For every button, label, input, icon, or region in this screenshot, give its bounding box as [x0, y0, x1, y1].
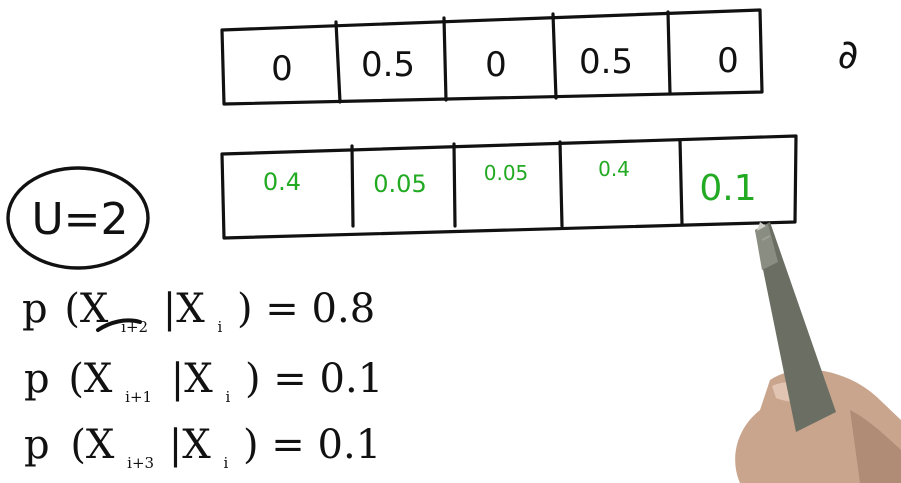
top-cell-3: 0.5 — [579, 42, 633, 82]
eq2-rhs: ) = 0.1 — [243, 422, 381, 468]
bottom-cell-0: 0.4 — [263, 168, 301, 196]
eq0-p: p — [22, 286, 48, 332]
svg-text:p (X i+3 |X: p (X i+3 |X i ) = 0.1 — [24, 422, 381, 478]
side-glyph: ∂ — [838, 32, 859, 78]
pen-icon — [755, 222, 836, 432]
bottom-cell-row: 0.4 0.05 0.05 0.4 0.1 — [220, 134, 798, 240]
top-cell-0: 0 — [271, 49, 293, 89]
eq2-bar: |X — [169, 422, 211, 468]
eq2-open: (X — [70, 422, 115, 468]
eq2-sub: i+3 — [127, 454, 154, 472]
bottom-cell-2: 0.05 — [484, 161, 529, 185]
top-cell-row: 0 0.5 0 0.5 0 ∂ — [220, 8, 859, 106]
top-cell-2: 0 — [485, 45, 507, 85]
eq0-sub2: i — [217, 318, 222, 336]
top-cell-1: 0.5 — [361, 45, 415, 85]
eq1-p: p — [24, 356, 50, 402]
eq1-open: (X — [68, 356, 113, 402]
bottom-cell-3: 0.4 — [598, 157, 630, 181]
svg-text:p (X i+2 |X: p (X i+2 |X i ) = 0.8 — [22, 286, 375, 342]
equation-0: p (X i+2 |X i ) = 0.8 — [22, 286, 375, 342]
eq1-sub: i+1 — [125, 388, 152, 406]
equation-2: p (X i+3 |X i ) = 0.1 — [24, 422, 381, 478]
bottom-cell-1: 0.05 — [373, 170, 426, 198]
bottom-cell-4: 0.1 — [699, 168, 756, 209]
eq0-bar: |X — [163, 286, 205, 332]
eq2-p: p — [24, 422, 50, 468]
u-label: U=2 — [31, 194, 128, 245]
eq2-sub2: i — [223, 454, 228, 472]
equation-1: p (X i+1 |X i ) = 0.1 — [24, 356, 383, 412]
eq1-rhs: ) = 0.1 — [245, 356, 383, 402]
u-label-group: U=2 — [6, 166, 150, 270]
eq0-rhs: ) = 0.8 — [237, 286, 375, 332]
eq1-sub2: i — [225, 388, 230, 406]
eq0-open: (X — [64, 286, 109, 332]
svg-text:p (X i+1 |X: p (X i+1 |X i ) = 0.1 — [24, 356, 383, 412]
top-cell-4: 0 — [717, 41, 739, 81]
eq1-bar: |X — [171, 356, 213, 402]
